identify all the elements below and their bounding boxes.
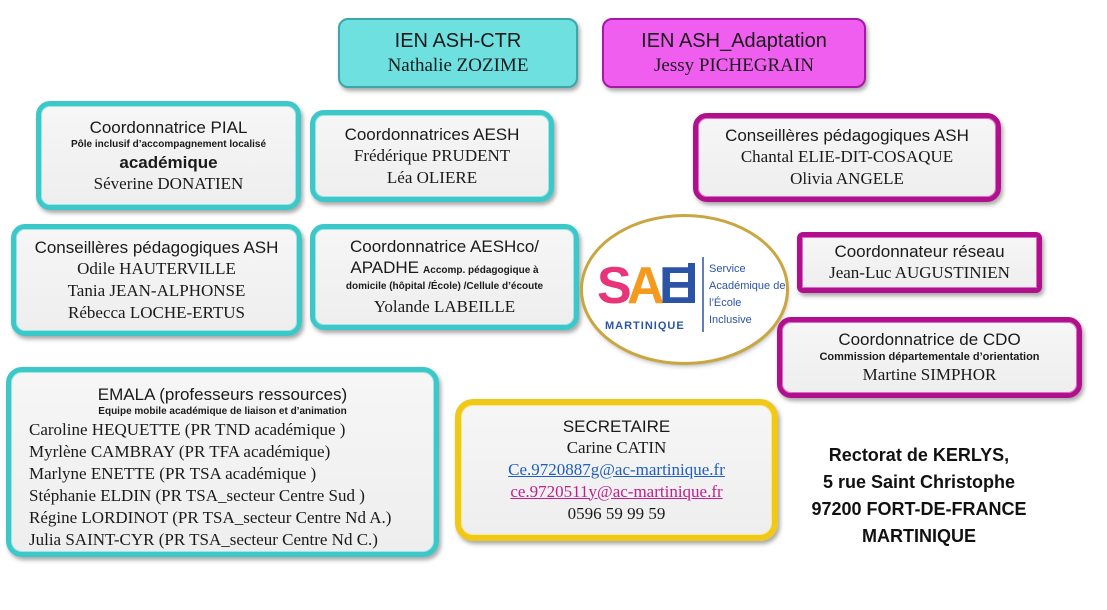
logo-text-3: l’École (709, 296, 741, 309)
aesh-box: Coordonnatrices AESH Frédérique PRUDENT … (310, 110, 554, 202)
ien-adaptation-name: Jessy PICHEGRAIN (654, 55, 814, 76)
cp-ash-right-title: Conseillères pédagogiques ASH (725, 126, 969, 145)
emala-member: Caroline HEQUETTE (PR TND académique ) (29, 420, 346, 439)
emala-subtitle: Equipe mobile académique de liaison et d… (98, 406, 347, 417)
cdo-name: Martine SIMPHOR (862, 365, 997, 384)
cp-ash-right-name-2: Olivia ANGELE (790, 169, 904, 188)
secretaire-title: SECRETAIRE (562, 416, 671, 436)
cp-ash-left-title: Conseillères pédagogiques ASH (34, 237, 279, 257)
reseau-name: Jean-Luc AUGUSTINIEN (829, 263, 1010, 282)
logo-text-1: Service (709, 263, 746, 275)
address-line: 5 rue Saint Christophe (822, 472, 1016, 492)
address-block: Rectorat de KERLYS, 5 rue Saint Christop… (790, 442, 1048, 550)
logo-region: MARTINIQUE (605, 320, 685, 332)
aeshco-box: Coordonnatrice AESHco/ APADHE Accomp. pé… (310, 224, 579, 330)
address-line: MARTINIQUE (862, 526, 976, 546)
secretaire-phone: 0596 59 99 59 (567, 503, 666, 523)
ien-ctr-name: Nathalie ZOZIME (387, 55, 529, 76)
reseau-box: Coordonnateur réseau Jean-Luc AUGUSTINIE… (797, 232, 1042, 293)
pial-title: Coordonnatrice PIAL (89, 117, 248, 137)
emala-member: Stéphanie ELDIN (PR TSA_secteur Centre S… (29, 486, 365, 505)
pial-subtitle: Pôle inclusif d’accompagnement localisé (70, 138, 267, 150)
aeshco-title2: APADHE (350, 258, 420, 277)
logo-text-2: Académique de (709, 280, 785, 292)
emala-member: Myrlène CAMBRAY (PR TFA académique) (29, 442, 331, 461)
emala-title: EMALA (professeurs ressources) (97, 385, 348, 404)
secretaire-email-2[interactable]: ce.9720511y@ac-martinique.fr (510, 481, 723, 501)
emala-member: Julia SAINT-CYR (PR TSA_secteur Centre N… (29, 530, 378, 549)
emala-member: Marlyne ENETTE (PR TSA académique ) (29, 464, 317, 483)
saei-logo: S A E MARTINIQUE Service Académique de l… (583, 217, 786, 362)
pial-box: Coordonnatrice PIAL Pôle inclusif d’acco… (36, 101, 301, 210)
cdo-title: Coordonnatrice de CDO (838, 330, 1021, 349)
aeshco-sub-a: Accomp. pédagogique à (423, 265, 539, 276)
ien-ctr-box: IEN ASH-CTR Nathalie ZOZIME (338, 18, 578, 88)
aesh-title: Coordonnatrices AESH (344, 124, 520, 144)
cp-ash-right-name-1: Chantal ELIE-DIT-COSAQUE (740, 147, 954, 166)
saei-logo-graphic: S A E MARTINIQUE Service Académique de l… (597, 257, 785, 332)
ien-ctr-title: IEN ASH-CTR (394, 30, 522, 52)
logo-letter-a: A (627, 257, 665, 315)
logo-letter-i (688, 263, 695, 303)
aeshco-sub-b: domicile (hôpital /École) /Cellule d’éco… (345, 281, 544, 292)
cp-ash-left-box: Conseillères pédagogiques ASH Odile HAUT… (11, 224, 302, 336)
cp-ash-left-name-2: Tania JEAN-ALPHONSE (67, 280, 246, 300)
address-line: 97200 FORT-DE-FRANCE (811, 499, 1027, 519)
cdo-subtitle: Commission départementale d’orientation (819, 351, 1040, 363)
cp-ash-left-name-3: Rébecca LOCHE-ERTUS (68, 302, 245, 322)
aeshco-title: Coordonnatrice AESHco/ (350, 237, 539, 256)
logo-text-4: Inclusive (709, 314, 752, 326)
cp-ash-left-name-1: Odile HAUTERVILLE (77, 258, 236, 278)
aeshco-name: Yolande LABEILLE (373, 297, 516, 316)
logo-letter-e: E (659, 257, 694, 315)
aesh-name-1: Frédérique PRUDENT (353, 145, 511, 165)
secretaire-box: SECRETAIRE Carine CATIN Ce.9720887g@ac-m… (455, 399, 778, 541)
emala-member: Régine LORDINOT (PR TSA_secteur Centre N… (29, 508, 392, 527)
logo-letter-s: S (597, 257, 632, 315)
address-line: Rectorat de KERLYS, (828, 445, 1010, 465)
pial-subtitle2: académique (119, 152, 218, 172)
cdo-box: Coordonnatrice de CDO Commission départe… (777, 317, 1082, 398)
secretaire-name: Carine CATIN (566, 437, 667, 457)
pial-name: Séverine DONATIEN (93, 173, 244, 193)
aesh-name-2: Léa OLIERE (386, 167, 478, 187)
reseau-title: Coordonnateur réseau (834, 242, 1005, 261)
ien-adaptation-title: IEN ASH_Adaptation (641, 30, 827, 52)
emala-box: EMALA (professeurs ressources) Equipe mo… (6, 367, 439, 557)
cp-ash-right-box: Conseillères pédagogiques ASH Chantal EL… (693, 113, 1001, 202)
secretaire-email-1[interactable]: Ce.9720887g@ac-martinique.fr (508, 459, 725, 479)
ien-adaptation-box: IEN ASH_Adaptation Jessy PICHEGRAIN (602, 18, 866, 88)
